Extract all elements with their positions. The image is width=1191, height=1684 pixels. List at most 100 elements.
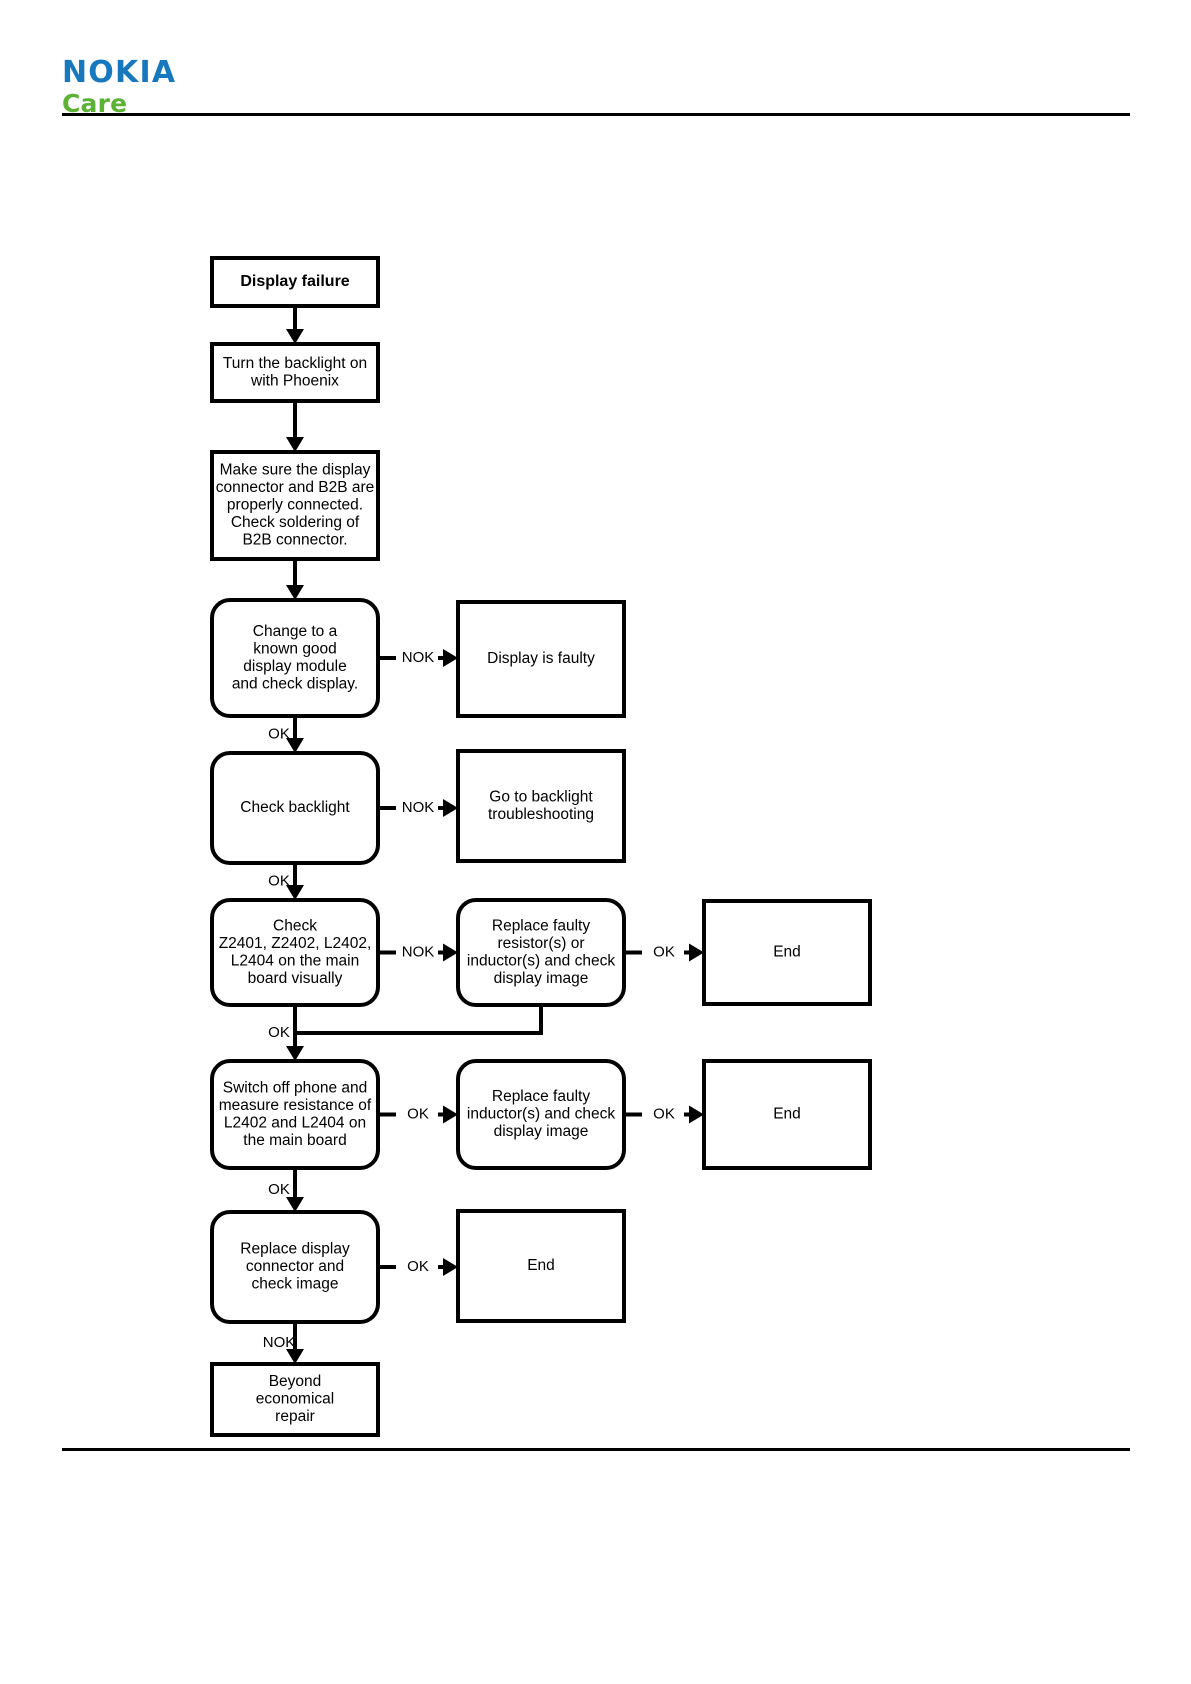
node-label-n9: resistor(s) or [498,935,585,952]
node-label-n8: Z2401, Z2402, L2402, [219,935,372,952]
node-shape-rect [210,450,380,561]
node-label-n12: Replace faulty [492,1088,590,1105]
flow-edge-n11-n14 [286,1168,304,1212]
flow-edge-n1-n2 [286,306,304,344]
flow-edge-n6-n7 [378,799,458,817]
node-shape-rect [210,342,380,403]
node-label-n3: B2B connector. [242,532,347,549]
node-shape-rounded [210,751,380,865]
care-wordmark: Care [62,89,128,118]
node-label-n9: Replace faulty [492,917,590,934]
node-shape-rect [456,1209,626,1323]
node-label-n7: troubleshooting [488,806,594,823]
edge-label-ok-8: OK [653,943,675,960]
node-label-n10: End [773,944,801,961]
edge-label-nok-7: NOK [402,943,435,960]
flow-node-n15: End [456,1209,626,1323]
flow-edge-n4-n6 [286,716,304,753]
nokia-wordmark: NOKIA [62,55,177,90]
flow-edge-n11-n12 [378,1105,458,1124]
node-shape-rect [702,1059,872,1170]
flow-edge-n4-n5 [378,649,458,667]
edge-label-nok-5: NOK [402,799,435,816]
node-label-n9: inductor(s) and check [467,952,615,969]
node-label-n8: L2404 on the main [231,952,359,969]
node-label-n2: with Phoenix [250,372,339,389]
node-label-n8: board visually [248,970,343,987]
flow-edge-n14-n15 [378,1258,458,1276]
node-label-n3: Make sure the display [220,462,371,479]
node-label-n14: connector and [246,1258,344,1275]
edge-label-ok-9: OK [268,1024,290,1041]
node-label-n4: display module [243,658,346,675]
flow-node-n1: Display failure [210,256,380,308]
node-label-n13: End [773,1106,801,1123]
node-shape-rect [456,749,626,863]
node-label-n6: Check backlight [240,799,350,816]
node-label-n3: Check soldering of [231,514,360,531]
page-header: NOKIA Care [0,0,1191,120]
node-label-n3: connector and B2B are [216,479,375,496]
flow-node-n13: End [702,1059,872,1170]
node-label-n11: measure resistance of [219,1097,372,1114]
node-shape-rect [210,256,380,308]
flow-edge-n9-n10 [624,943,704,962]
node-shape-rounded [210,898,380,1007]
node-label-n12: inductor(s) and check [467,1106,615,1123]
node-label-n1: Display failure [240,273,349,290]
flow-edge-n8-n9 [378,943,458,962]
flow-edge-n12-n13 [624,1105,704,1124]
node-shape-rounded [456,898,626,1007]
edge-label-nok-3: NOK [402,649,435,666]
node-shape-rounded [456,1059,626,1170]
flow-node-n6: Check backlight [210,751,380,865]
edge-label-ok-11: OK [407,1105,429,1122]
header-divider [62,113,1130,116]
node-label-n2: Turn the backlight on [223,355,367,372]
flow-node-n10: End [702,899,872,1006]
node-label-n16: repair [275,1408,315,1425]
flow-edge-n9-n11 [295,1005,543,1035]
node-label-n9: display image [494,970,589,987]
flow-edge-n2-n3 [286,401,304,452]
edge-label-ok-13: OK [268,1181,290,1198]
nokia-care-logo: NOKIA Care [62,55,177,118]
node-label-n7: Go to backlight [489,788,593,805]
edge-label-nok-15: NOK [263,1334,296,1351]
node-shape-rect [210,1362,380,1437]
edge-label-ok-14: OK [407,1258,429,1275]
flow-edge-n14-n16 [286,1322,304,1364]
node-label-n3: properly connected. [227,497,363,514]
node-label-n14: Replace display [240,1241,350,1258]
node-shape-rect [702,899,872,1006]
node-label-n4: known good [253,640,337,657]
node-label-n12: display image [494,1123,589,1140]
flow-edge-n8-n11 [286,1005,304,1061]
node-shape-rounded [210,1210,380,1324]
node-shape-rounded [210,1059,380,1170]
flow-edge-n3-n4 [286,559,304,600]
node-label-n11: the main board [243,1132,346,1149]
edge-label-ok-6: OK [268,872,290,889]
flow-node-n5: Display is faulty [456,600,626,718]
node-shape-rounded [210,598,380,718]
node-label-n14: check image [251,1276,338,1293]
flow-edge-n6-n8 [286,863,304,900]
node-label-n16: Beyond [269,1373,322,1390]
footer-divider [62,1448,1130,1451]
